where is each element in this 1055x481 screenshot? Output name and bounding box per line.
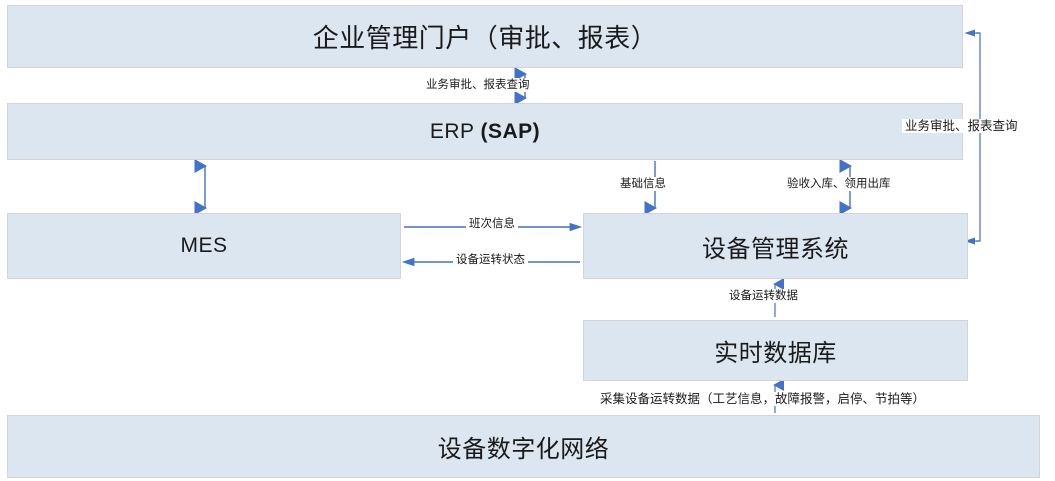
node-label-equipment-digital-network: 设备数字化网络 bbox=[437, 436, 610, 463]
node-enterprise-portal[interactable]: 企业管理门户（审批、报表） bbox=[7, 5, 963, 68]
node-realtime-database[interactable]: 实时数据库 bbox=[583, 320, 968, 381]
edge-label-equipment-data: 设备运转数据 bbox=[726, 289, 801, 303]
edge-label-basic-info: 基础信息 bbox=[617, 177, 669, 191]
node-label-equipment-management-system: 设备管理系统 bbox=[702, 235, 849, 263]
node-equipment-digital-network[interactable]: 设备数字化网络 bbox=[7, 415, 1040, 478]
edge-eqms-portal-side bbox=[964, 29, 981, 245]
node-erp[interactable]: ERP (SAP) bbox=[7, 103, 963, 160]
node-equipment-management-system[interactable]: 设备管理系统 bbox=[583, 213, 968, 279]
edge-label-portal-erp: 业务审批、报表查询 bbox=[423, 78, 533, 92]
node-label-mes: MES bbox=[180, 234, 228, 257]
erp-vendor-text: (SAP) bbox=[480, 119, 541, 143]
node-label-erp: ERP (SAP) bbox=[430, 120, 540, 144]
node-mes[interactable]: MES bbox=[7, 213, 401, 279]
edge-label-collect-data: 采集设备运转数据（工艺信息，故障报警，启停、节拍等） bbox=[597, 392, 929, 406]
edge-label-shift-info: 班次信息 bbox=[466, 217, 518, 231]
edge-label-warehouse: 验收入库、领用出库 bbox=[784, 177, 894, 191]
node-label-realtime-database: 实时数据库 bbox=[714, 340, 837, 367]
erp-text: ERP bbox=[429, 119, 475, 143]
node-label-enterprise-portal: 企业管理门户（审批、报表） bbox=[312, 23, 658, 53]
edge-label-portal-side: 业务审批、报表查询 bbox=[902, 119, 1021, 133]
edge-label-equipment-status: 设备运转状态 bbox=[453, 253, 528, 267]
